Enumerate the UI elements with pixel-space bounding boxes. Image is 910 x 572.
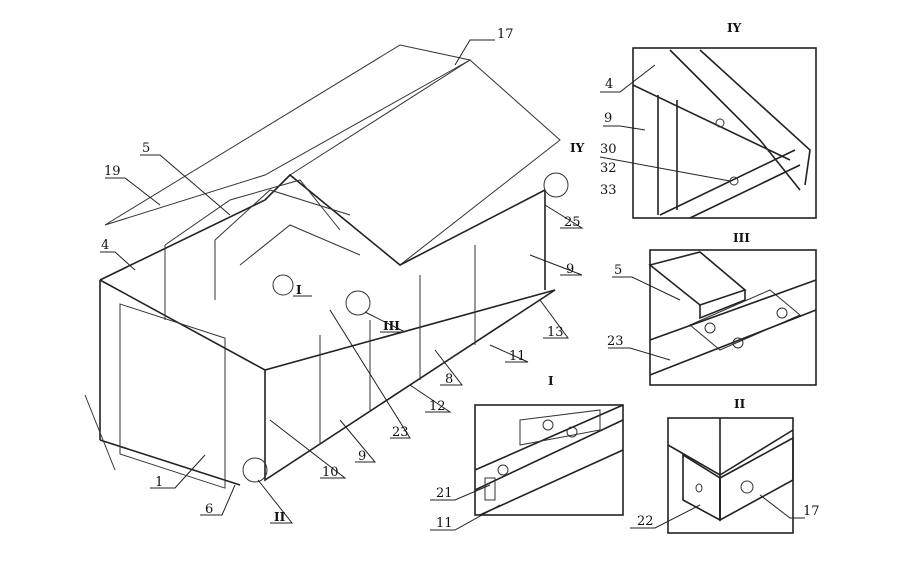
label-12: 12	[429, 399, 446, 414]
label-iii: III	[383, 319, 400, 333]
label-10: 10	[322, 465, 339, 480]
detail-iii: III 5 23	[607, 231, 817, 386]
label-5: 5	[142, 141, 150, 156]
detail-iy-title: IY	[727, 21, 742, 35]
label-8: 8	[445, 372, 453, 387]
detail-iy-label-32: 32	[600, 161, 617, 176]
garage-main-view	[84, 39, 584, 524]
detail-ii: II 22 17	[630, 397, 820, 534]
label-iy: IY	[570, 141, 585, 155]
detail-iy-label-4: 4	[605, 77, 613, 92]
detail-iy: IY 4 9 30 32 33	[599, 21, 817, 219]
label-1: 1	[155, 475, 163, 490]
label-9: 9	[358, 449, 366, 464]
roof-left-slope	[104, 44, 472, 226]
detail-i-label-21: 21	[436, 486, 453, 501]
label-4: 4	[101, 238, 109, 253]
detail-i-label-11: 11	[436, 516, 453, 531]
label-i: I	[296, 283, 302, 297]
detail-ii-label-22: 22	[637, 514, 654, 529]
detail-i-title: I	[548, 374, 554, 388]
detail-iii-label-5: 5	[614, 263, 622, 278]
label-19: 19	[104, 164, 121, 179]
roof-right-slope	[289, 59, 561, 266]
detail-i: I 21 11	[430, 374, 624, 531]
label-13: 13	[547, 325, 564, 340]
label-9b: 9	[566, 262, 574, 277]
detail-iii-title: III	[733, 231, 750, 245]
label-6: 6	[205, 502, 213, 517]
main-labels: 17 5 19 4 I III 23 12 10 9 1 6 II 8 11 1…	[101, 27, 585, 524]
detail-iii-label-23: 23	[607, 334, 624, 349]
label-23: 23	[392, 425, 409, 440]
detail-iy-label-9: 9	[604, 111, 612, 126]
label-ii: II	[274, 510, 286, 524]
label-25: 25	[564, 215, 581, 230]
detail-ii-label-17: 17	[803, 504, 820, 519]
detail-ii-title: II	[734, 397, 746, 411]
detail-iy-label-33: 33	[600, 183, 617, 198]
label-17: 17	[497, 27, 514, 42]
detail-iy-label-30: 30	[600, 142, 617, 157]
label-11: 11	[509, 349, 526, 364]
